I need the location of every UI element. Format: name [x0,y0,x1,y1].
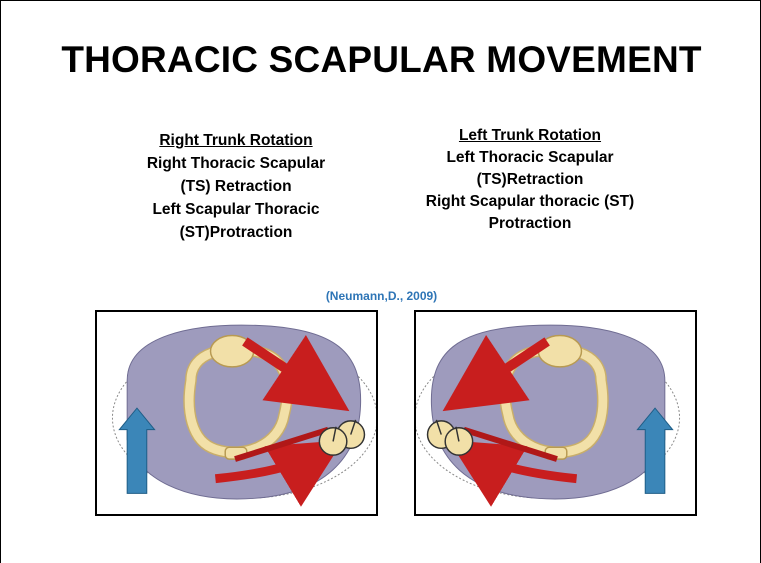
left-trunk-rotation-figure [414,310,697,516]
left-col-line-2: (TS) Retraction [105,175,367,198]
right-trunk-rotation-header: Right Trunk Rotation [105,129,367,152]
left-trunk-rotation-header: Left Trunk Rotation [399,125,661,147]
left-col-line-1: Right Thoracic Scapular [105,152,367,175]
right-col-line-4: Protraction [399,213,661,235]
right-col-line-1: Left Thoracic Scapular [399,147,661,169]
right-col-line-2: (TS)Retraction [399,169,661,191]
right-trunk-rotation-column: Right Trunk Rotation Right Thoracic Scap… [105,129,367,244]
left-col-line-4: (ST)Protraction [105,221,367,244]
right-col-line-3: Right Scapular thoracic (ST) [399,191,661,213]
left-trunk-rotation-diagram-icon [416,312,695,514]
left-trunk-rotation-column: Left Trunk Rotation Left Thoracic Scapul… [399,125,661,235]
right-trunk-rotation-figure [95,310,378,516]
citation: (Neumann,D., 2009) [1,289,761,303]
left-col-line-3: Left Scapular Thoracic [105,198,367,221]
slide-title: THORACIC SCAPULAR MOVEMENT [1,39,761,81]
right-trunk-rotation-diagram-icon [97,312,376,514]
